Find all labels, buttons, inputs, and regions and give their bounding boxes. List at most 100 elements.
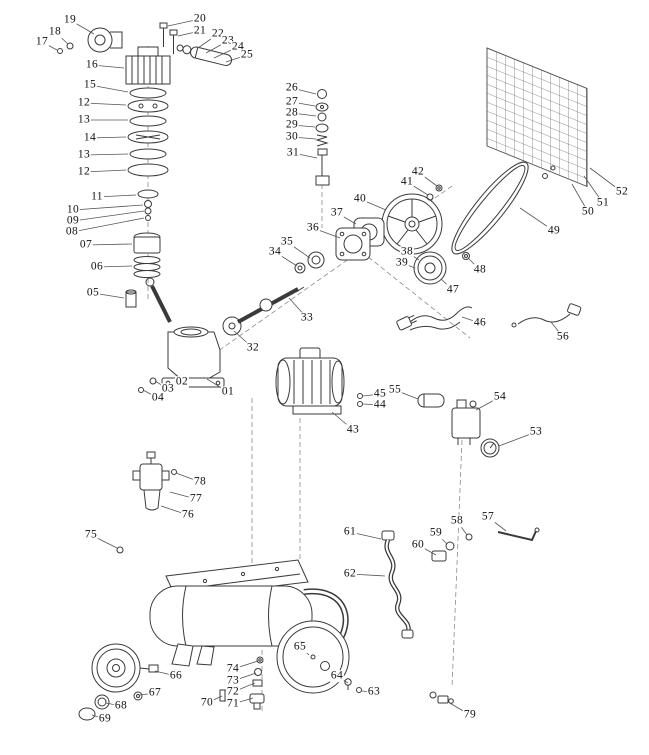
leader-line-47 [440, 278, 454, 291]
leader-line-15 [89, 84, 129, 93]
discharge-hose-assembly [381, 527, 540, 639]
leader-line-40 [359, 198, 387, 211]
leader-line-30 [291, 136, 317, 140]
leader-line-76 [160, 505, 189, 516]
leader-line-24 [213, 46, 239, 59]
leader-line-44 [362, 403, 381, 406]
crankcase [138, 326, 225, 393]
flange-plates [335, 217, 385, 261]
leader-line-18 [54, 31, 69, 45]
leader-line-53 [498, 431, 537, 447]
leader-line-69 [91, 714, 106, 720]
leader-line-25 [225, 54, 248, 63]
pressure-switch [451, 399, 481, 445]
leader-line-70 [206, 695, 223, 704]
leader-line-23 [205, 40, 229, 54]
capacitor [417, 393, 445, 408]
leader-line-06 [96, 265, 133, 268]
leader-line-02 [172, 371, 183, 383]
valve-plate-stack [127, 87, 169, 221]
leader-line-65 [299, 646, 310, 656]
leader-line-43 [331, 411, 354, 431]
head-bolts [159, 22, 178, 54]
leader-line-56 [550, 321, 564, 338]
wheel-assembly [78, 643, 159, 721]
leader-line-58 [456, 520, 468, 536]
pressure-gauge [480, 438, 500, 458]
belt-guard-grille [486, 47, 588, 188]
leader-line-68 [105, 702, 122, 707]
leader-line-21 [177, 30, 201, 37]
leader-line-10 [72, 204, 144, 211]
leader-line-42 [417, 171, 438, 187]
leader-line-01 [206, 378, 229, 393]
leader-line-41 [406, 181, 429, 196]
leader-line-36 [312, 227, 341, 239]
tank-plugs [344, 678, 454, 704]
flywheel [381, 184, 443, 255]
leader-line-72 [232, 682, 256, 693]
leader-line-59 [435, 532, 448, 545]
leader-line-54 [475, 396, 501, 411]
drain-valve-parts [219, 656, 265, 710]
leader-line-12 [83, 169, 127, 173]
leader-line-79 [447, 701, 471, 716]
leader-line-57 [487, 516, 507, 532]
leader-line-29 [291, 124, 316, 128]
leader-line-63 [360, 690, 375, 693]
leader-line-26 [291, 87, 317, 95]
leader-line-52 [589, 167, 623, 193]
leader-line-38 [406, 251, 420, 261]
leader-line-77 [169, 491, 197, 500]
crankshaft [222, 286, 305, 336]
leader-line-13 [83, 153, 129, 156]
leader-line-51 [583, 175, 604, 204]
leader-line-39 [401, 262, 416, 269]
leader-line-07 [85, 243, 133, 246]
leader-line-19 [69, 19, 95, 35]
leader-line-74 [232, 660, 259, 670]
leader-line-11 [96, 194, 137, 198]
leader-line-32 [233, 330, 254, 349]
power-cord-right [511, 303, 582, 328]
connecting-rod [125, 277, 172, 323]
leader-line-71 [232, 697, 254, 705]
drive-belt [451, 161, 529, 255]
bearing-and-seal [294, 251, 325, 274]
filter-regulator [132, 451, 177, 511]
piston-and-rings [133, 232, 161, 278]
motor [275, 347, 363, 415]
leader-line-05 [92, 292, 125, 299]
leader-line-55 [394, 389, 419, 400]
leader-line-03 [154, 380, 169, 390]
leader-line-67 [139, 692, 156, 696]
leader-line-28 [291, 112, 317, 117]
leader-line-20 [167, 18, 201, 27]
leader-line-22 [197, 33, 219, 49]
leader-line-12 [83, 102, 127, 106]
leader-line-75 [90, 534, 118, 549]
leader-line-31 [292, 152, 318, 159]
leader-line-49 [519, 207, 555, 232]
leader-line-46 [461, 316, 481, 324]
leader-line-14 [89, 136, 127, 139]
check-valve-parts [315, 89, 330, 186]
leader-line-45 [362, 393, 381, 397]
leader-line-35 [286, 241, 311, 259]
leader-line-66 [154, 670, 177, 677]
leader-line-08 [71, 217, 145, 233]
leader-line-27 [291, 101, 316, 107]
leader-line-37 [336, 212, 357, 225]
bolt-75 [116, 546, 124, 554]
leader-line-50 [571, 183, 589, 213]
leader-line-64 [336, 675, 349, 684]
leader-line-48 [467, 257, 481, 271]
leader-line-33 [288, 297, 308, 319]
leader-line-73 [232, 672, 257, 682]
leader-line-61 [349, 531, 382, 540]
leader-line-09 [72, 210, 145, 222]
leader-line-34 [274, 251, 298, 267]
